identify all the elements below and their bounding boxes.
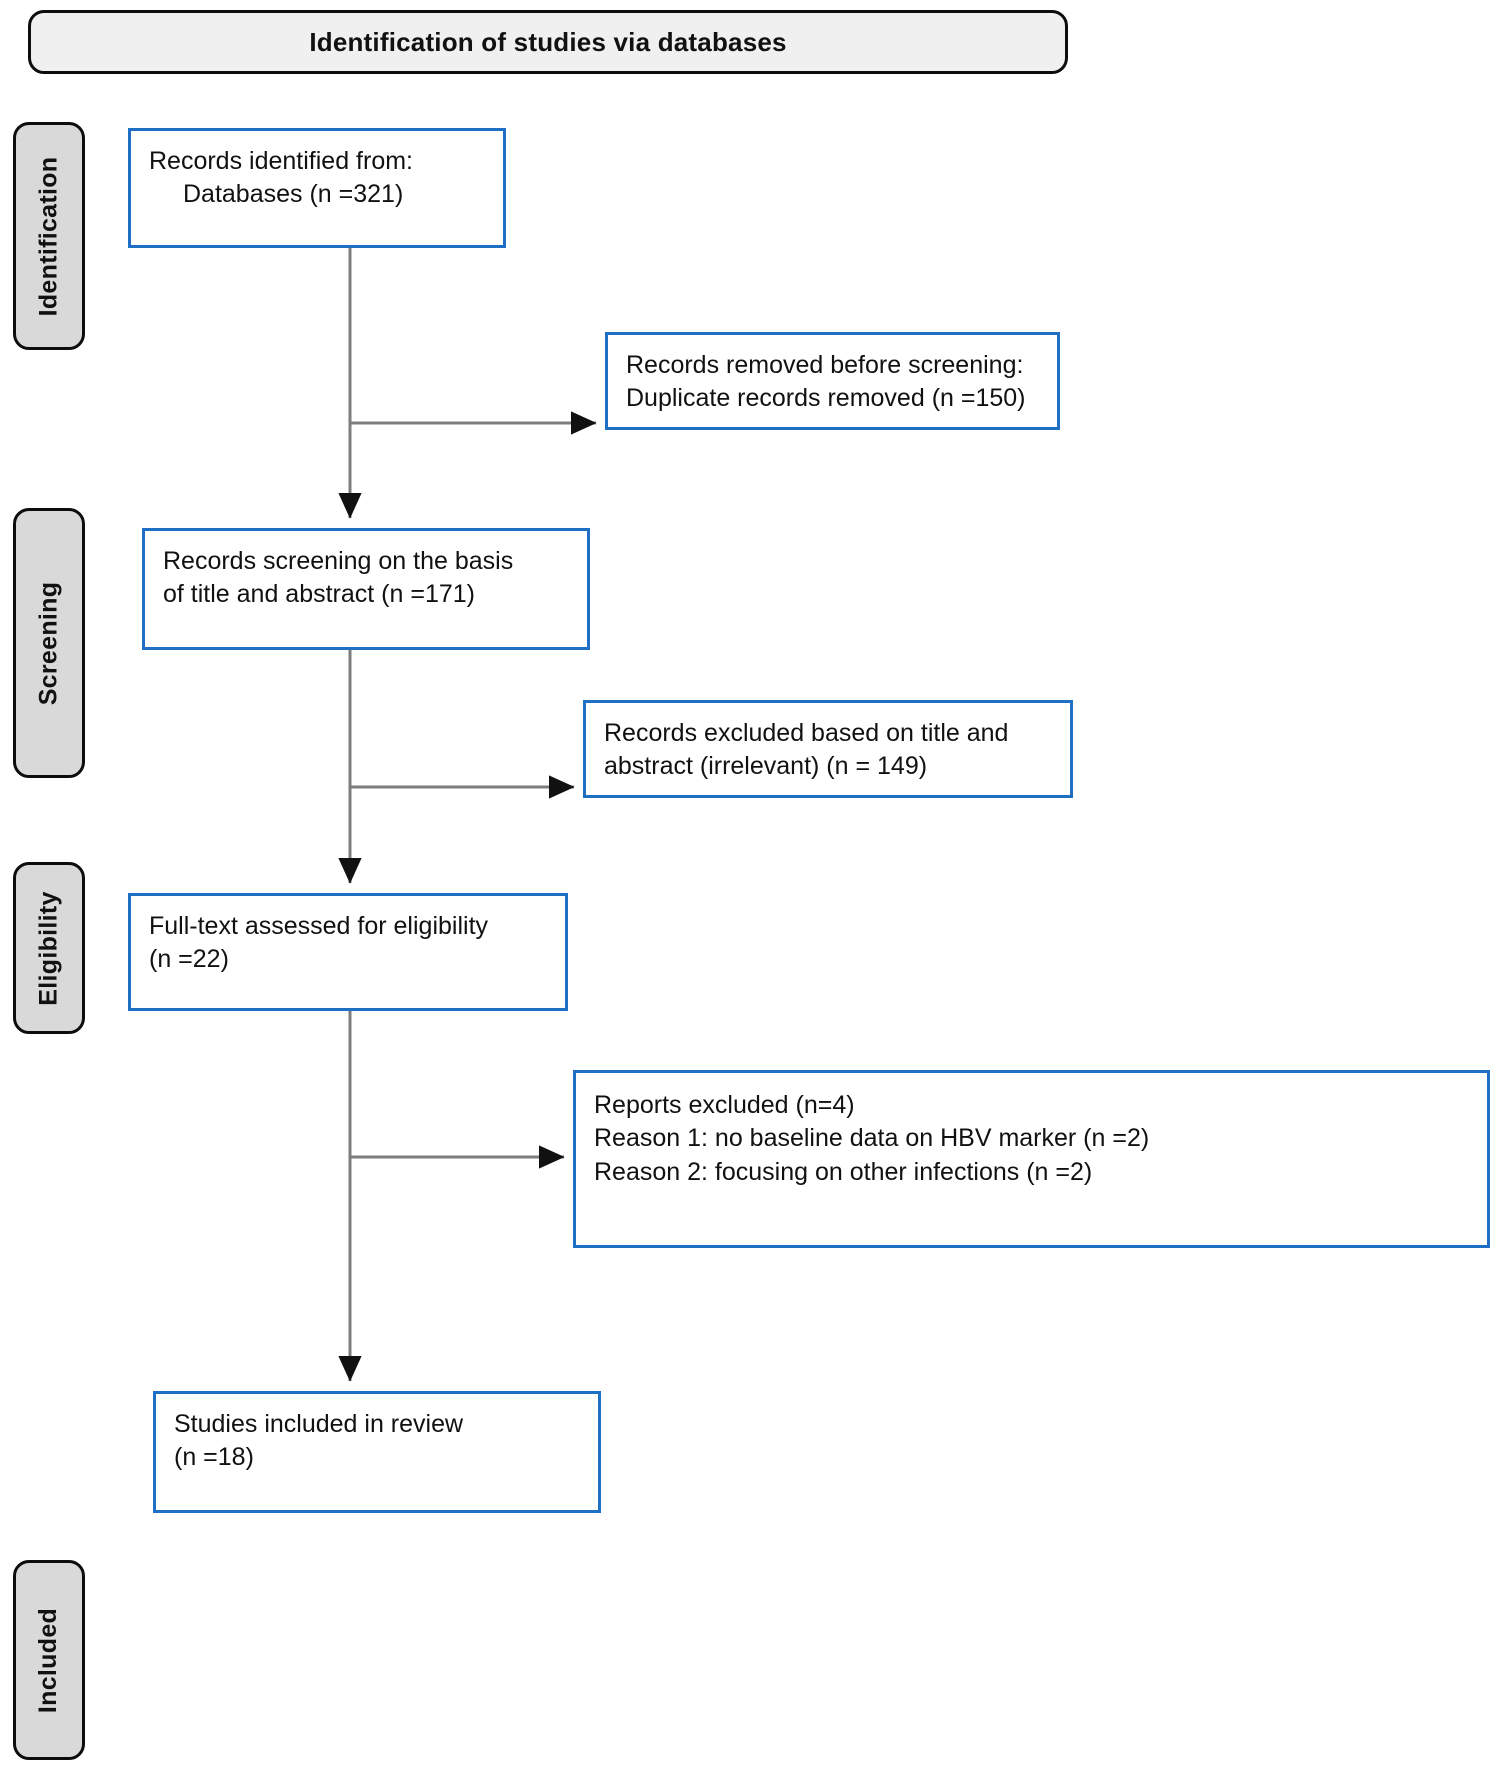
box-records-excluded-line-2: abstract (irrelevant) (n = 149) [604,752,928,781]
stage-label-screening: Screening [13,508,85,778]
box-studies-included: Studies included in review (n =18) [153,1391,601,1513]
box-reports-excluded: Reports excluded (n=4) Reason 1: no base… [573,1070,1490,1248]
stage-label-eligibility-text: Eligibility [34,890,63,1006]
box-records-identified: Records identified from: Databases (n =3… [128,128,506,248]
box-records-removed-line-2: Duplicate records removed (n =150) [626,384,1026,413]
box-records-screened-line-2: of title and abstract (n =171) [163,580,475,609]
box-fulltext-assessed-line-2: (n =22) [149,945,229,974]
box-records-identified-line-1: Records identified from: [149,147,414,175]
box-records-excluded: Records excluded based on title and abst… [583,700,1073,798]
stage-label-eligibility: Eligibility [13,862,85,1034]
stage-label-included: Included [13,1560,85,1760]
stage-label-screening-text: Screening [34,581,63,705]
box-fulltext-assessed-line-1: Full-text assessed for eligibility [149,912,489,940]
page-title: Identification of studies via databases [309,26,787,57]
box-records-removed-line-1: Records removed before screening: [626,351,1024,379]
box-records-screened: Records screening on the basis of title … [142,528,590,650]
box-fulltext-assessed: Full-text assessed for eligibility (n =2… [128,893,568,1011]
stage-label-identification: Identification [13,122,85,350]
box-reports-excluded-line-2: Reason 1: no baseline data on HBV marker… [594,1124,1150,1153]
box-reports-excluded-line-3: Reason 2: focusing on other infections (… [594,1157,1093,1186]
box-records-identified-line-2: Databases (n =321) [183,180,404,209]
box-studies-included-line-2: (n =18) [174,1443,254,1472]
box-records-screened-line-1: Records screening on the basis [163,547,514,575]
box-records-excluded-line-1: Records excluded based on title and [604,719,1009,747]
stage-label-included-text: Included [34,1607,63,1713]
box-studies-included-line-1: Studies included in review [174,1410,464,1438]
box-reports-excluded-line-1: Reports excluded (n=4) [594,1091,855,1119]
diagram-title-banner: Identification of studies via databases [28,10,1068,74]
stage-label-identification-text: Identification [34,156,63,316]
box-records-removed: Records removed before screening: Duplic… [605,332,1060,430]
